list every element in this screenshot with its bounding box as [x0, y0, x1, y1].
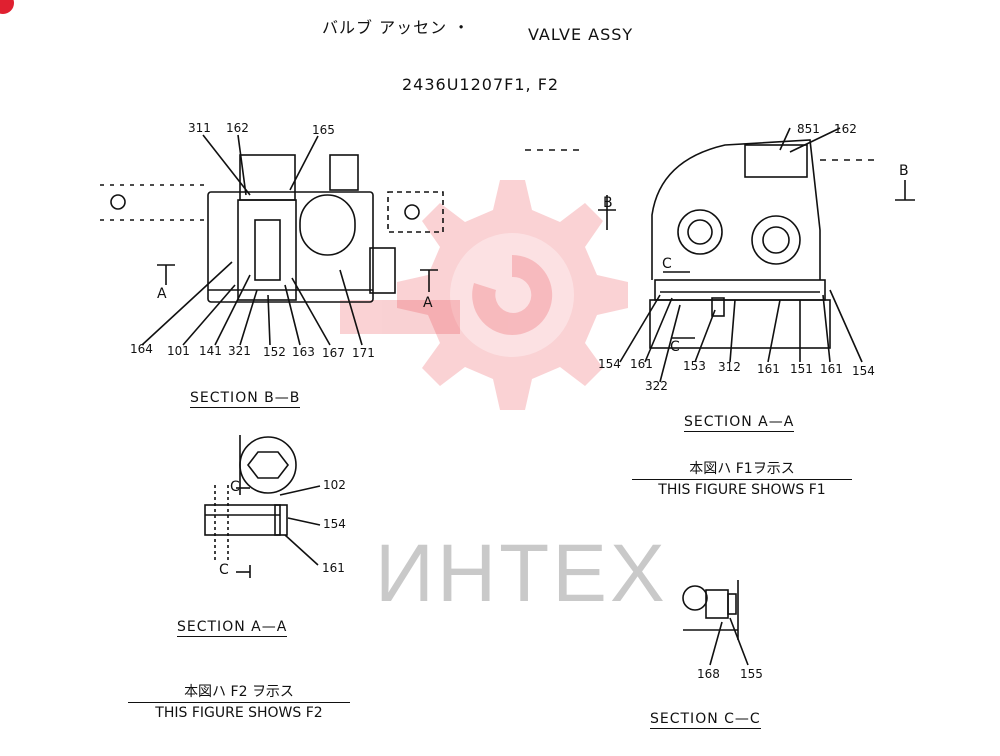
cut-label-b: B [899, 163, 909, 179]
part-number: 167 [322, 346, 345, 360]
cut-label-c: C [670, 339, 680, 355]
part-number: 163 [292, 345, 315, 359]
cut-label-c: C [662, 256, 672, 272]
cut-label-c: C [219, 562, 229, 578]
part-number: 154 [852, 364, 875, 378]
cut-label-b: B [603, 195, 613, 211]
section-cc-drawing [682, 580, 749, 666]
title-jp: バルブ アッセン ・ [322, 18, 471, 37]
part-number: 141 [199, 344, 222, 358]
corner-logo-badge [0, 0, 14, 14]
cut-label-a: A [423, 295, 433, 311]
part-number: 161 [322, 561, 345, 575]
part-number: 153 [683, 359, 706, 373]
part-number: 154 [323, 517, 346, 531]
cut-label-c: C [230, 479, 240, 495]
watermark-text: ИНТЕХ [375, 528, 668, 619]
title-en: VALVE ASSY [528, 25, 634, 44]
part-number: 154 [598, 357, 621, 371]
part-number: 102 [323, 478, 346, 492]
part-number: 321 [228, 344, 251, 358]
section-title-aa-f2: SECTION A—A [177, 619, 288, 637]
figure-note-f1-en: THIS FIGURE SHOWS F1 [658, 482, 826, 499]
part-number: 151 [790, 362, 813, 376]
section-bb-drawing [100, 134, 444, 346]
figure-note-f2-jp: 本図ハ F2 ヲ示ス [128, 684, 350, 704]
section-aa-f2-drawing [204, 435, 321, 578]
section-title-aa-f1: SECTION A—A [684, 414, 795, 432]
part-number: 161 [757, 362, 780, 376]
figure-note-f1-jp: 本図ハ F1ヲ示ス [632, 461, 852, 481]
figure-note-f1: 本図ハ F1ヲ示ス THIS FIGURE SHOWS F1 [632, 461, 852, 498]
part-number: 312 [718, 360, 741, 374]
figure-note-f2-en: THIS FIGURE SHOWS F2 [155, 705, 323, 722]
part-number: 322 [645, 379, 668, 393]
part-number: 311 [188, 121, 211, 135]
model-number: 2436U1207F1, F2 [402, 75, 560, 94]
part-number: 171 [352, 346, 375, 360]
part-number: 162 [226, 121, 249, 135]
part-number: 165 [312, 123, 335, 137]
part-number: 101 [167, 344, 190, 358]
part-number: 851 [797, 122, 820, 136]
section-aa-f1-drawing [525, 127, 915, 383]
part-number: 168 [697, 667, 720, 681]
part-number: 155 [740, 667, 763, 681]
part-number: 164 [130, 342, 153, 356]
part-number: 161 [630, 357, 653, 371]
part-number: 161 [820, 362, 843, 376]
section-title-bb: SECTION B—B [190, 390, 301, 408]
cut-label-a: A [157, 286, 167, 302]
figure-note-f2: 本図ハ F2 ヲ示ス THIS FIGURE SHOWS F2 [128, 684, 350, 721]
part-number: 162 [834, 122, 857, 136]
section-title-cc: SECTION C—C [650, 711, 761, 729]
part-number: 152 [263, 345, 286, 359]
